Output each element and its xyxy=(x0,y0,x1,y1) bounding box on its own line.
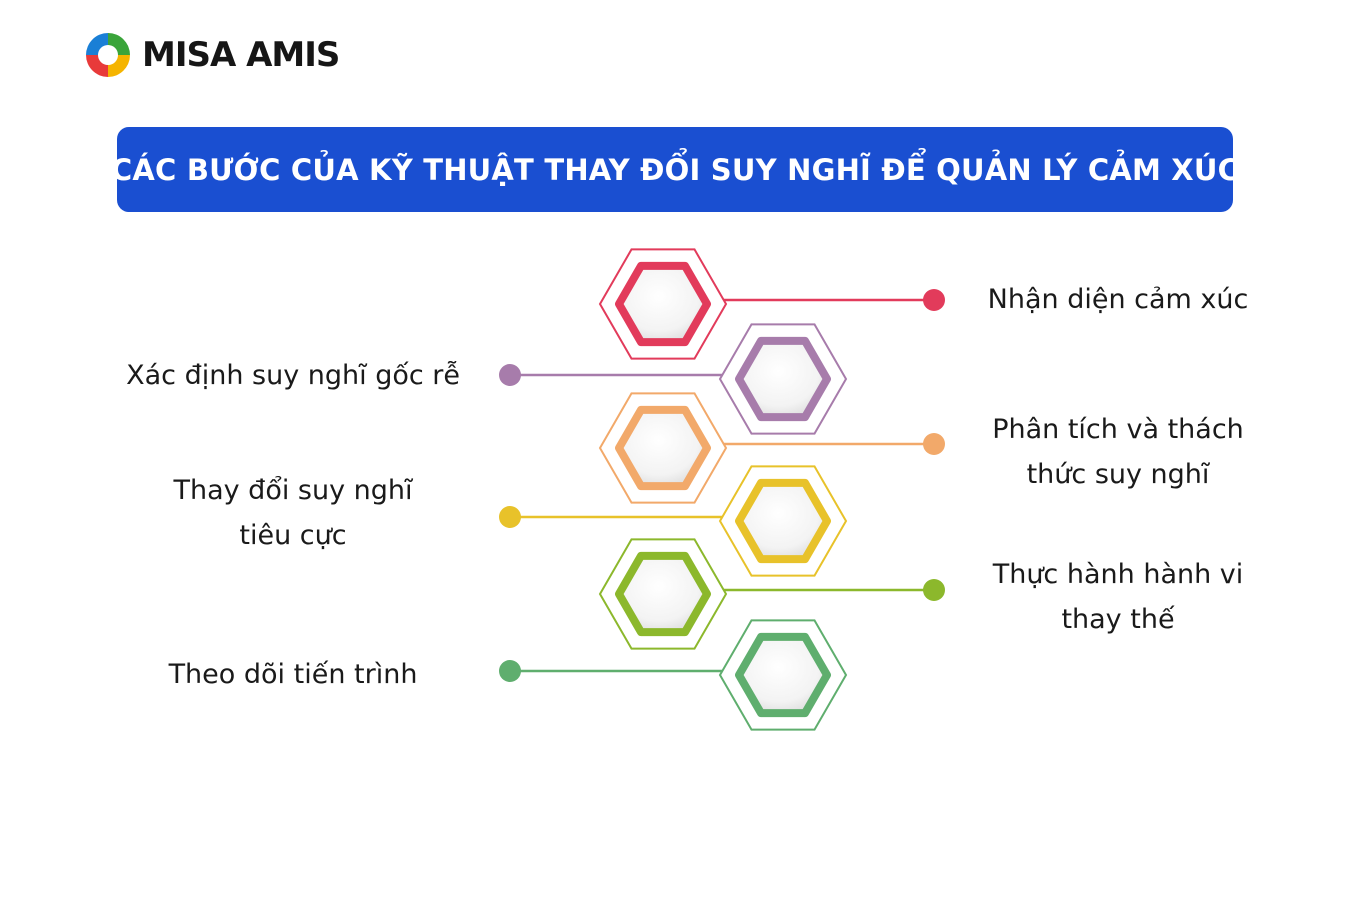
step-3-hexagon xyxy=(615,405,711,491)
step-5-hexagon xyxy=(615,551,711,637)
misa-amis-swirl-icon xyxy=(86,33,130,77)
step-5-label: Thực hành hành vi thay thế xyxy=(960,552,1276,642)
step-4-label-line-1: Thay đổi suy nghĩ xyxy=(173,475,413,506)
step-3-dot xyxy=(923,433,945,455)
brand-name: MISA AMIS xyxy=(142,35,340,75)
step-3-label-line-1: Phân tích và thách xyxy=(992,414,1244,445)
step-6-label-line: Theo dõi tiến trình xyxy=(168,659,418,690)
page-title: CÁC BƯỚC CỦA KỸ THUẬT THAY ĐỔI SUY NGHĨ … xyxy=(110,152,1240,187)
step-4-hexagon xyxy=(735,478,831,564)
step-4-dot xyxy=(499,506,521,528)
step-2-label-line: Xác định suy nghĩ gốc rễ xyxy=(126,360,460,391)
step-5-dot xyxy=(923,579,945,601)
step-4-label-line-2: tiêu cực xyxy=(239,520,347,551)
step-3-label: Phân tích và thách thức suy nghĩ xyxy=(960,407,1276,497)
step-6-dot xyxy=(499,660,521,682)
step-1-label: Nhận diện cảm xúc xyxy=(960,277,1276,322)
brand-logo: MISA AMIS xyxy=(84,30,340,80)
step-2-label: Xác định suy nghĩ gốc rễ xyxy=(90,353,460,398)
step-1-label-line: Nhận diện cảm xúc xyxy=(987,284,1249,315)
step-5-label-line-1: Thực hành hành vi xyxy=(992,559,1244,590)
title-banner: CÁC BƯỚC CỦA KỸ THUẬT THAY ĐỔI SUY NGHĨ … xyxy=(111,127,1239,212)
step-5-label-line-2: thay thế xyxy=(1061,604,1175,635)
step-4-label: Thay đổi suy nghĩ tiêu cực xyxy=(120,468,466,558)
step-2-dot xyxy=(499,364,521,386)
step-6-label: Theo dõi tiến trình xyxy=(120,652,466,697)
step-1-hexagon xyxy=(615,261,711,347)
step-6-hexagon xyxy=(735,632,831,718)
step-1-dot xyxy=(923,289,945,311)
step-2-hexagon xyxy=(735,336,831,422)
step-3-label-line-2: thức suy nghĩ xyxy=(1026,459,1210,490)
